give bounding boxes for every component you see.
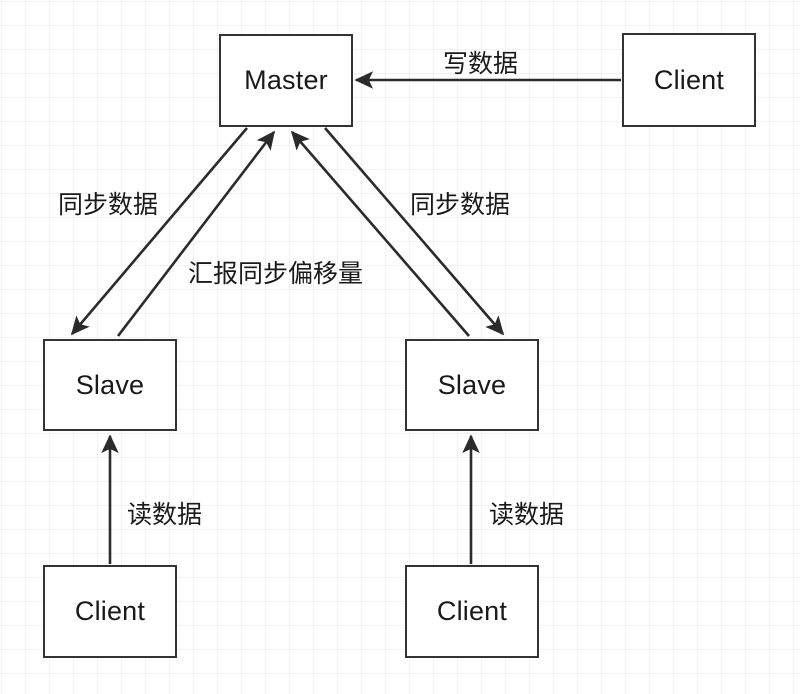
node-slave-left[interactable]: Slave bbox=[43, 339, 177, 431]
node-master[interactable]: Master bbox=[219, 34, 353, 127]
node-client-top-label: Client bbox=[653, 64, 725, 95]
node-client-bottom-right[interactable]: Client bbox=[405, 565, 539, 658]
edge-label-sync-right: 同步数据 bbox=[410, 191, 511, 219]
node-slave-right[interactable]: Slave bbox=[405, 339, 539, 431]
node-client-bottom-right-label: Client bbox=[436, 596, 508, 626]
edge-report-offset-left bbox=[116, 130, 276, 337]
node-slave-right-label: Slave bbox=[437, 369, 507, 400]
edge-label-read-left: 读数据 bbox=[127, 501, 203, 529]
node-client-top[interactable]: Client bbox=[622, 33, 756, 127]
edge-label-sync-left: 同步数据 bbox=[58, 191, 159, 219]
node-client-bottom-left-label: Client bbox=[74, 596, 146, 626]
node-client-bottom-left[interactable]: Client bbox=[43, 565, 177, 658]
edge-sync-right bbox=[324, 127, 505, 336]
edge-sync-left bbox=[70, 127, 248, 336]
node-master-label: Master bbox=[244, 65, 328, 95]
node-slave-left-label: Slave bbox=[75, 369, 145, 400]
edge-report-offset-right bbox=[290, 130, 470, 337]
edge-label-read-right: 读数据 bbox=[489, 501, 565, 529]
edge-label-report-offset: 汇报同步偏移量 bbox=[188, 260, 364, 288]
edge-label-write: 写数据 bbox=[443, 50, 519, 78]
